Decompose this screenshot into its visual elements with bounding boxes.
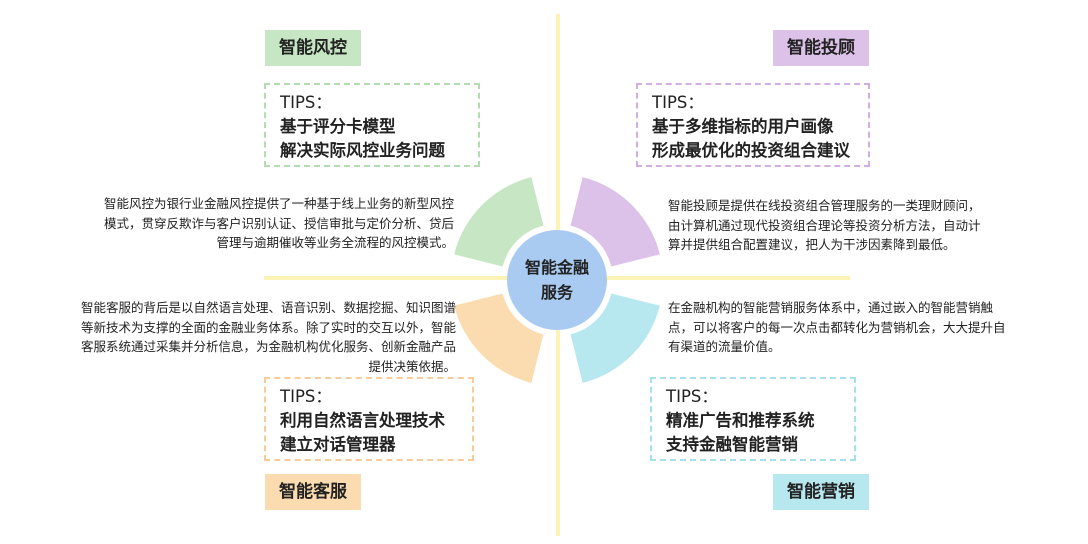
label-marketing: 智能营销 xyxy=(773,474,869,510)
center-title: 智能金融服务 xyxy=(524,258,589,302)
arc-segment-advisory xyxy=(570,177,660,267)
tips-line-marketing-1: 精准广告和推荐系统 xyxy=(666,411,815,430)
label-service: 智能客服 xyxy=(265,474,361,510)
tips-box-advisory: TIPS： 基于多维指标的用户画像 形成最优化的投资组合建议 xyxy=(636,83,870,167)
description-service: 智能客服的背后是以自然语言处理、语音识别、数据挖掘、知识图谱等新技术为支撑的全面… xyxy=(80,300,456,374)
tips-line-advisory-2: 形成最优化的投资组合建议 xyxy=(652,141,850,160)
tips-title-risk: TIPS： xyxy=(280,93,332,112)
arc-segment-service xyxy=(454,293,544,383)
label-risk: 智能风控 xyxy=(265,30,361,66)
description-advisory: 智能投顾是提供在线投资组合管理服务的一类理财顾问，由计算机通过现代投资组合理论等… xyxy=(668,198,981,252)
tips-line-service-2: 建立对话管理器 xyxy=(280,435,396,454)
arc-segment-marketing xyxy=(570,293,660,383)
tips-line-risk-2: 解决实际风控业务问题 xyxy=(280,141,445,160)
center-node: 智能金融服务 xyxy=(507,230,607,330)
description-marketing: 在金融机构的智能营销服务体系中，通过嵌入的智能营销触点，可以将客户的每一次点击都… xyxy=(668,300,1006,354)
tips-title-service: TIPS： xyxy=(280,387,332,406)
label-advisory: 智能投顾 xyxy=(773,30,869,66)
tips-line-service-1: 利用自然语言处理技术 xyxy=(280,411,445,430)
tips-line-advisory-1: 基于多维指标的用户画像 xyxy=(652,117,834,136)
horizontal-axis-left xyxy=(264,276,508,280)
tips-box-service: TIPS： 利用自然语言处理技术 建立对话管理器 xyxy=(264,377,474,461)
tips-box-risk: TIPS： 基于评分卡模型 解决实际风控业务问题 xyxy=(264,83,480,167)
tips-title-advisory: TIPS： xyxy=(652,93,704,112)
tips-line-risk-1: 基于评分卡模型 xyxy=(280,117,396,136)
tips-title-marketing: TIPS： xyxy=(666,387,718,406)
tips-line-marketing-2: 支持金融智能营销 xyxy=(666,435,798,454)
description-risk: 智能风控为银行业金融风控提供了一种基于线上业务的新型风控模式，贯穿反欺诈与客户识… xyxy=(103,196,454,250)
arc-segment-risk xyxy=(454,177,544,267)
horizontal-axis-right xyxy=(606,276,850,280)
tips-box-marketing: TIPS： 精准广告和推荐系统 支持金融智能营销 xyxy=(650,377,856,461)
